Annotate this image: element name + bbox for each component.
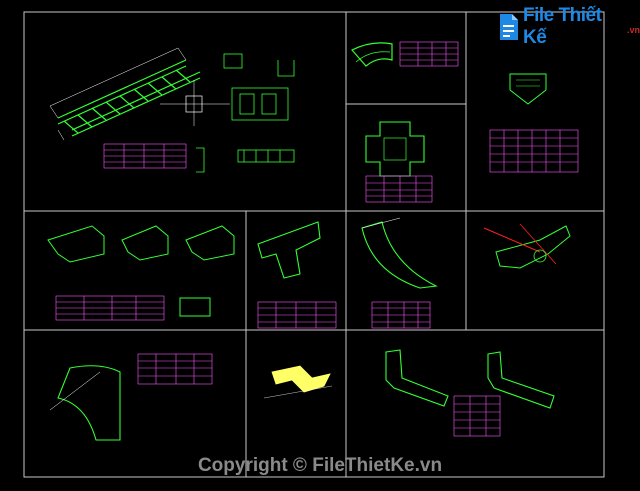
cable-ladder-drawing xyxy=(49,47,295,173)
vertical-bend-drawing xyxy=(361,217,438,329)
cantilever-arms-drawing xyxy=(385,349,555,437)
bracket-supports-drawing xyxy=(47,225,235,321)
outside-bend-drawing xyxy=(49,353,213,441)
file-icon xyxy=(498,13,520,41)
cross-fitting-drawing xyxy=(365,121,433,203)
horizontal-tee-drawing xyxy=(257,221,337,329)
hanger-support-drawing xyxy=(483,223,571,269)
tee-reducer-drawing xyxy=(489,73,579,173)
sheet-frame xyxy=(23,11,605,478)
filethietke-logo[interactable]: File Thiết Kế .vn xyxy=(498,5,640,48)
horizontal-bend-drawing xyxy=(351,41,459,67)
copyright-watermark: Copyright © FileThietKe.vn xyxy=(197,455,443,476)
ladder-spec-table xyxy=(103,143,187,169)
splice-plate-drawing xyxy=(263,365,333,399)
logo-domain-suffix: .vn xyxy=(626,25,640,35)
logo-text: File Thiết Kế xyxy=(523,5,602,48)
